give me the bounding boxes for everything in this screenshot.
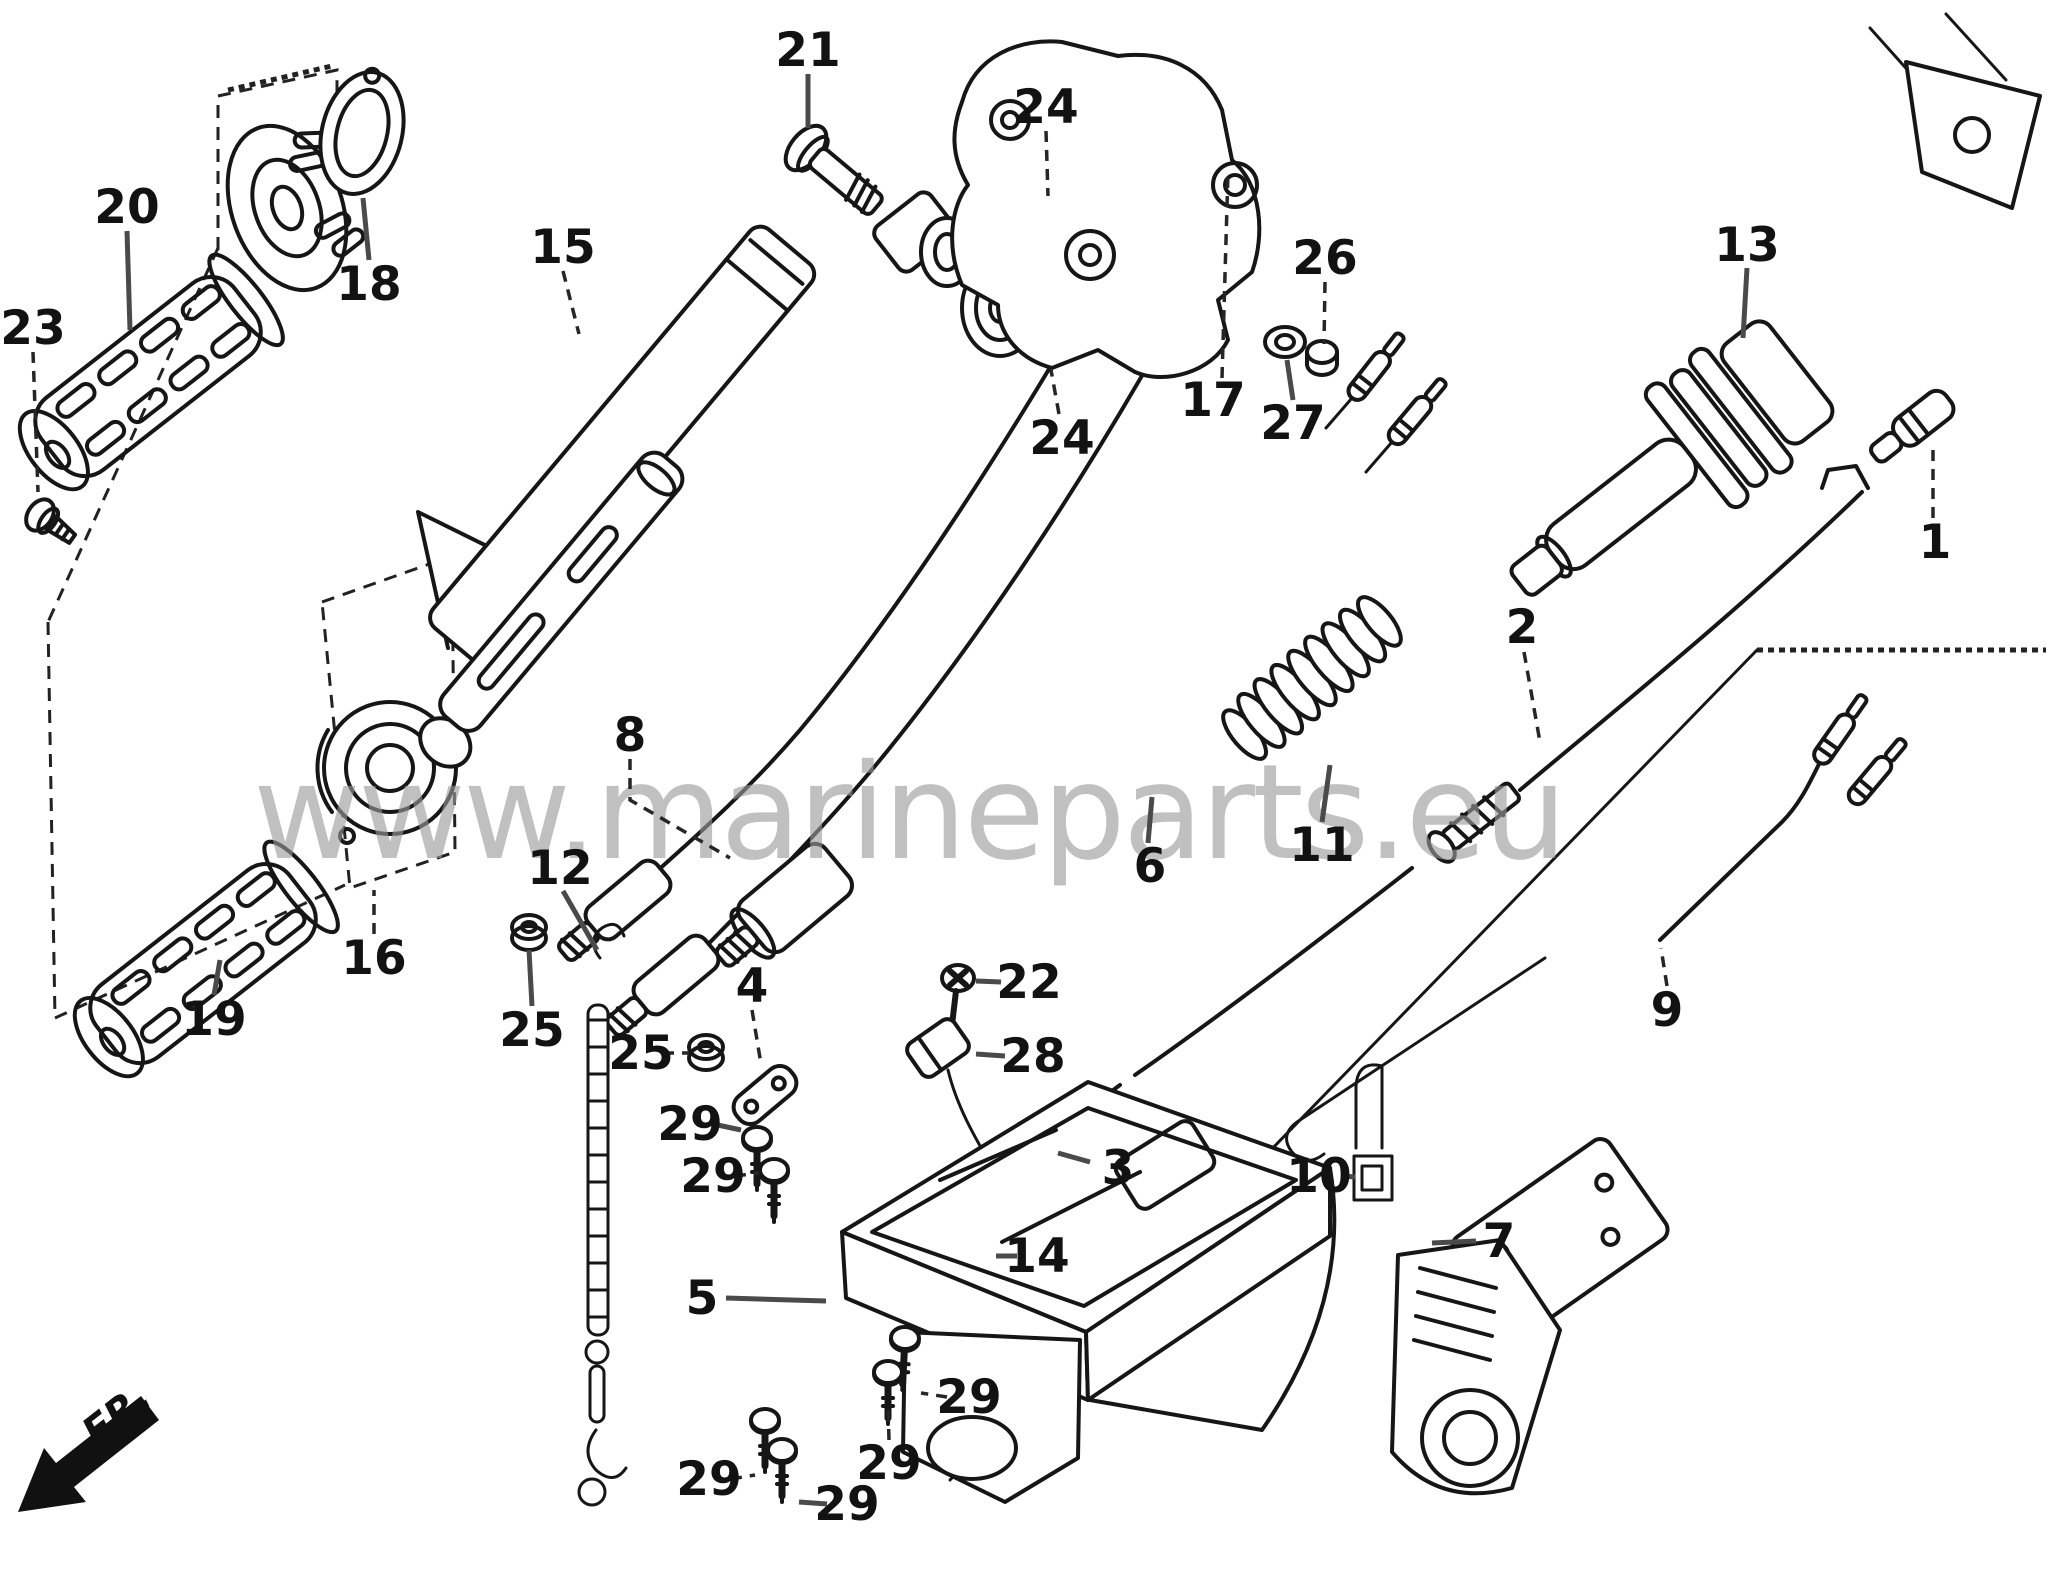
part-label-6: 6 (1134, 839, 1167, 894)
part-label-20: 20 (94, 180, 159, 235)
part-label-7: 7 (1483, 1214, 1516, 1269)
leader-line-26 (1322, 281, 1327, 345)
part-label-29: 29 (856, 1436, 921, 1491)
part-label-15: 15 (530, 220, 595, 275)
clip-10-drawing (1352, 1063, 1394, 1202)
leader-line-2 (1522, 651, 1542, 743)
part-label-5: 5 (686, 1271, 719, 1326)
part-labels-layer: 1234567891011121314151617181920212223242… (0, 23, 1951, 1532)
housing-5-drawing (840, 1080, 1337, 1504)
leader-line-28 (975, 1051, 1006, 1059)
part-label-29: 29 (657, 1097, 722, 1152)
boot-11-drawing (1221, 595, 1403, 761)
part-label-3: 3 (1102, 1141, 1135, 1196)
part-label-4: 4 (736, 959, 769, 1014)
leader-line-24 (1049, 369, 1061, 415)
chain-12-drawing (577, 922, 628, 1507)
part-label-8: 8 (614, 708, 647, 763)
part-label-9: 9 (1651, 983, 1684, 1038)
washer-27-drawing (1263, 325, 1307, 359)
bracket-7-drawing (1390, 1137, 1670, 1496)
leader-line-22 (975, 978, 1002, 985)
leader-line-8 (628, 759, 731, 860)
leader-line-29 (712, 1121, 742, 1133)
part-label-16: 16 (341, 931, 406, 986)
part-label-18: 18 (336, 257, 401, 312)
throttle-wire-9 (1658, 689, 1913, 942)
leader-line-6 (1145, 796, 1155, 844)
fr-direction-marker: FR. (18, 1374, 161, 1512)
part-label-25: 25 (499, 1003, 564, 1058)
part-label-29: 29 (814, 1477, 879, 1532)
cable-end-fittings (510, 858, 725, 1072)
leader-line-10 (1341, 1173, 1356, 1180)
leader-line-29 (730, 1473, 756, 1481)
bracket-17-drawing (950, 39, 2042, 379)
leader-line-29 (920, 1391, 948, 1399)
leader-line-19 (211, 959, 223, 996)
bolt-21-drawing (783, 123, 884, 216)
leader-line-5 (725, 1295, 827, 1304)
switch-13-drawing (1509, 319, 1835, 597)
leader-line-13 (1740, 267, 1750, 339)
part-label-27: 27 (1260, 396, 1325, 451)
leader-line-24 (1044, 130, 1050, 197)
part-label-10: 10 (1286, 1149, 1351, 1204)
switch-8-drawing (714, 841, 854, 968)
nut-26-drawing (1305, 339, 1339, 377)
part-label-21: 21 (775, 23, 840, 78)
part-label-26: 26 (1292, 231, 1357, 286)
leader-line-7 (1431, 1238, 1477, 1246)
leader-line-12 (560, 889, 600, 952)
part-label-1: 1 (1919, 515, 1952, 570)
part-label-13: 13 (1714, 218, 1779, 273)
part-label-23: 23 (0, 301, 65, 356)
part-label-29: 29 (676, 1452, 741, 1507)
screw-23-drawing (24, 497, 78, 545)
part-label-11: 11 (1289, 818, 1354, 873)
leader-line-4 (750, 1009, 763, 1065)
part-label-25: 25 (608, 1026, 673, 1081)
part-label-19: 19 (181, 992, 246, 1047)
grip-20-drawing (0, 243, 296, 512)
leader-line-29 (734, 1171, 760, 1178)
part-label-14: 14 (1004, 1229, 1069, 1284)
part-label-29: 29 (680, 1149, 745, 1204)
part-label-24: 24 (1013, 80, 1078, 135)
connector-1-drawing (1869, 388, 1956, 464)
leader-line-27 (1284, 359, 1296, 401)
leader-line-23 (31, 351, 40, 493)
part-label-22: 22 (996, 955, 1061, 1010)
fr-arrow-icon (18, 1396, 159, 1512)
tiller-tube-15-drawing (416, 190, 1040, 769)
part-label-29: 29 (936, 1370, 1001, 1425)
leader-line-9 (1659, 947, 1669, 987)
leader-line-25 (526, 949, 535, 1007)
leader-line-20 (124, 230, 133, 331)
leader-line-17 (1220, 171, 1230, 379)
leader-line-15 (561, 270, 581, 335)
part-label-12: 12 (527, 841, 592, 896)
watermark-text: www.marineparts.eu (253, 736, 1564, 890)
part-label-28: 28 (1000, 1029, 1065, 1084)
leader-line-3 (1057, 1150, 1091, 1165)
leader-line-29 (886, 1403, 891, 1441)
leader-line-18 (360, 197, 372, 261)
ring-18-drawing (318, 66, 406, 196)
panel-hatch-edges (227, 63, 2046, 653)
leader-line-29 (798, 1499, 828, 1507)
part-label-2: 2 (1506, 600, 1539, 655)
part-label-24: 24 (1029, 411, 1094, 466)
leader-line-11 (1319, 764, 1333, 823)
part-label-17: 17 (1180, 373, 1245, 428)
